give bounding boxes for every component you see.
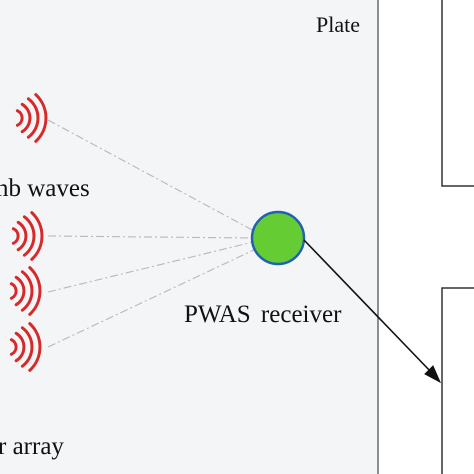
signal-arrow-line — [303, 239, 433, 374]
wave-arc — [9, 282, 18, 300]
wave-arc — [14, 275, 26, 307]
wave-arc — [20, 326, 34, 368]
wave-arc — [16, 220, 28, 252]
propagation-path-3 — [47, 241, 254, 293]
plate-label: Plate — [316, 12, 360, 37]
lamb-wave-source-4 — [9, 322, 42, 372]
transmitter-array-label: r array — [0, 433, 64, 460]
pwas-receiver — [250, 210, 306, 266]
lamb-waves-label: nb waves — [0, 175, 90, 202]
lamb-wave-source-2 — [11, 211, 44, 261]
propagation-path-2 — [47, 235, 253, 239]
wave-arc — [11, 227, 20, 245]
wave-arc — [9, 338, 18, 356]
wave-arc — [28, 266, 42, 316]
wave-arc — [30, 211, 44, 261]
wave-arc — [26, 97, 40, 139]
plate — [0, 0, 379, 474]
wave-arc — [14, 331, 26, 363]
propagation-path-1 — [47, 119, 257, 233]
lamb-wave-source-3 — [9, 266, 42, 316]
lower-right-box — [441, 287, 474, 474]
lamb-wave-source-1 — [15, 93, 48, 143]
wave-arc — [28, 322, 42, 372]
wave-arc — [20, 102, 32, 134]
wave-arc — [22, 215, 36, 257]
signal-arrow — [303, 239, 442, 384]
wave-arc — [15, 109, 24, 127]
propagation-paths — [47, 119, 259, 348]
pwas-receiver-label: PWAS receiver — [184, 301, 342, 328]
wave-arc — [34, 93, 48, 143]
propagation-path-4 — [47, 247, 259, 348]
wave-arc — [20, 270, 34, 312]
upper-right-box — [441, 0, 474, 187]
signal-arrowhead — [424, 365, 442, 384]
